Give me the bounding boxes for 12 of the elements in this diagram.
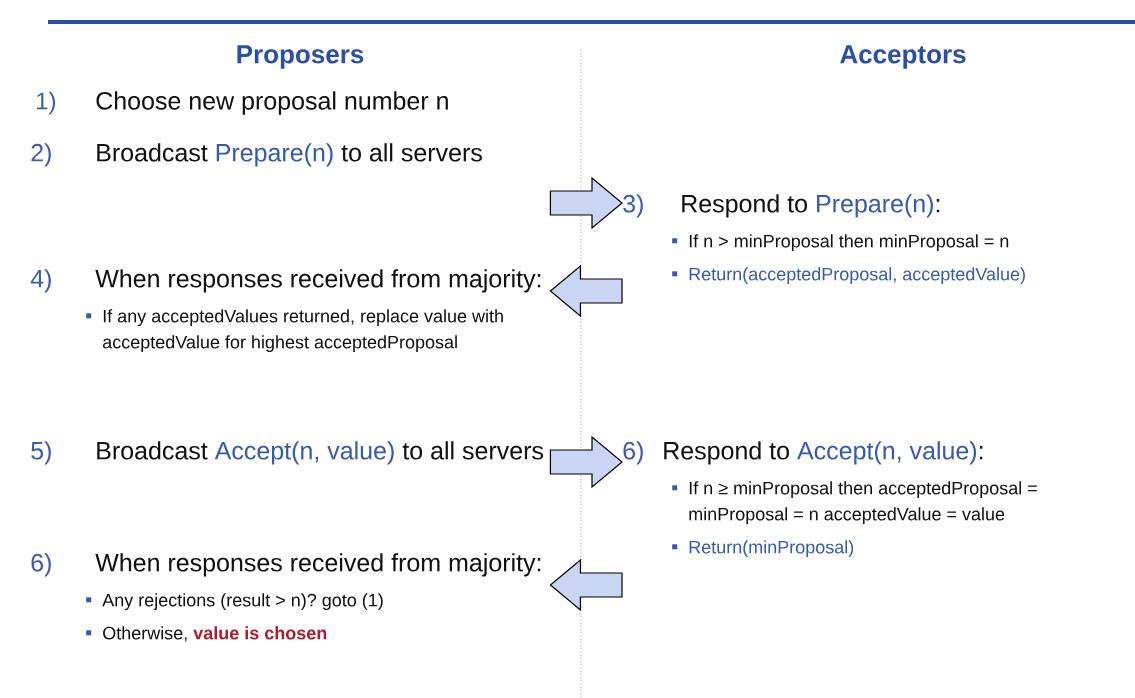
block-arrow [549,176,623,230]
step-text: 3) Respond to Prepare(n): If n > minProposal then minProposal = n Return(acceptedProposal, acceptedValue) [623,194,1025,285]
step-text: Choose new proposal number n [96,91,448,115]
block-arrow [549,435,623,489]
step-text: 6) When responses received from majority: Any rejections (result > n)? goto (1) Otherwise, value is chosen [31,553,541,642]
step-text: 4) When responses received from majority: If any acceptedValues returned, replace value with acceptedValue for highest acceptedProposal [30,269,541,353]
step-text: 2) Broadcast Prepare(n) to all servers [31,143,482,167]
step-text: 6) Respond to Accept(n, value): If n ≥ minProposal then acceptedProposal = minProposal = n acceptedValue = value Return(minProposal) [623,441,1037,558]
column-heading: Proposers [237,45,364,69]
step-number: 1) [37,91,56,115]
column-heading: Acceptors [840,45,966,69]
step-text: 5) Broadcast Accept(n, value) to all servers [31,441,544,465]
